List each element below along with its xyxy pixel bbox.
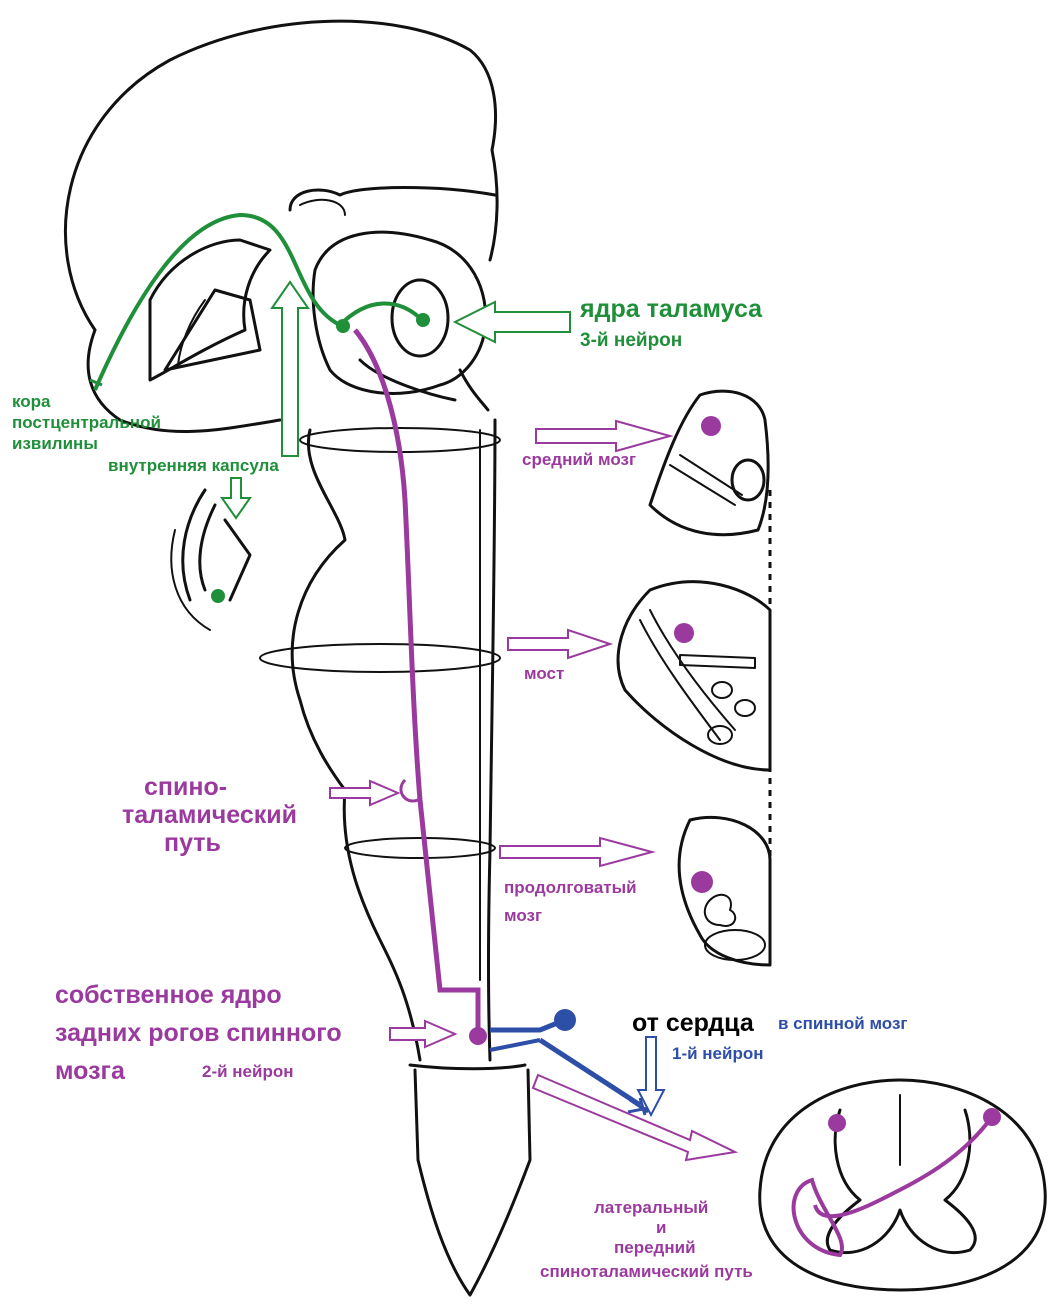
tract-label-line3: передний	[614, 1238, 696, 1258]
midbrain-label: средний мозг	[522, 450, 636, 470]
pons-label: мост	[524, 664, 564, 684]
green-arrows	[222, 282, 570, 518]
second-neuron-path	[355, 330, 487, 1045]
first-neuron-label: 1-й нейрон	[672, 1044, 764, 1064]
medulla-section	[679, 817, 770, 965]
nucleus-label-line3: мозга	[55, 1056, 125, 1086]
nucleus-label-line1: собственное ядро	[55, 980, 282, 1010]
spinothalamic-label-line2: таламический	[122, 800, 297, 830]
spinothalamic-label-line1: спино-	[144, 772, 227, 802]
pons-section	[618, 582, 770, 770]
medulla-label-line2: мозг	[504, 906, 542, 926]
tract-label-line1: латеральный	[594, 1198, 708, 1218]
midbrain-section	[650, 391, 768, 535]
thalamus-nuclei-label: ядра таламуса	[580, 294, 762, 324]
cortex-label-line1: кора	[12, 392, 51, 412]
spinal-cord-section	[760, 1080, 1046, 1290]
tract-label-line4: спиноталамический путь	[540, 1262, 753, 1282]
cortex-label-line2: постцентральной	[12, 413, 161, 433]
internal-capsule-dot	[211, 589, 225, 603]
medulla-label-line1: продолговатый	[504, 878, 637, 898]
spinothalamic-label-line3: путь	[164, 828, 221, 858]
tract-label-line2: и	[656, 1218, 666, 1238]
nucleus-label-line2: задних рогов спинного	[55, 1018, 342, 1048]
cortex-label-line3: извилины	[12, 434, 98, 454]
brainstem-outline	[260, 420, 530, 1295]
internal-capsule-label: внутренняя капсула	[108, 456, 279, 476]
into-spinal-cord-label: в спинной мозг	[778, 1014, 907, 1034]
from-heart-label: от сердца	[632, 1008, 754, 1038]
second-neuron-label: 2-й нейрон	[202, 1062, 294, 1082]
third-neuron-label: 3-й нейрон	[580, 330, 682, 352]
third-neuron-path	[90, 215, 430, 390]
